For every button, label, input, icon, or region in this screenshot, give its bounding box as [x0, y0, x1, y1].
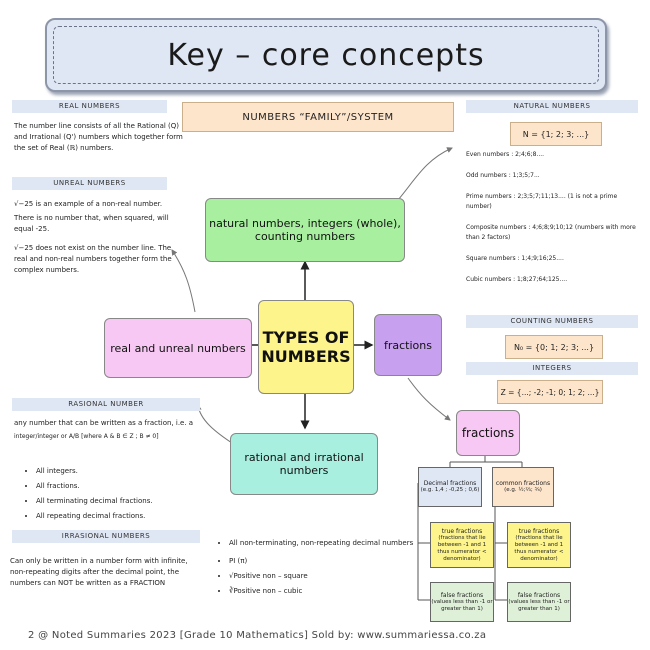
unreal-p3: √−25 does not exist on the number line. …	[14, 244, 172, 274]
true-fractions-title: true fractions	[518, 527, 560, 535]
false-fractions-title: false fractions	[517, 591, 561, 599]
fractions-root-box: fractions	[456, 410, 520, 456]
irrational-bullet: √Positive non – square	[229, 569, 414, 584]
title-banner: Key – core concepts	[45, 18, 607, 92]
irrational-numbers-header: IRRASIONAL NUMBERS	[12, 530, 200, 543]
natural-numbers-list: Even numbers : 2;4;6;8.... Odd numbers :…	[466, 150, 638, 285]
pointer-fractions-tree	[407, 377, 451, 421]
cubic-numbers: Cubic numbers : 1;8;27;64;125....	[466, 276, 568, 283]
decimal-fractions-box: Decimal fractions (e.g. 1,4 ; -0,25 ; 0,…	[418, 467, 482, 507]
even-numbers: Even numbers : 2;4;6;8....	[466, 151, 545, 158]
unreal-p1: √−25 is an example of a non-real number.	[14, 200, 163, 208]
irrational-bullet: All non-terminating, non-repeating decim…	[229, 538, 414, 549]
footer-credit: 2 @ Noted Summaries 2023 [Grade 10 Mathe…	[28, 630, 487, 641]
counting-set: N₀ = {0; 1; 2; 3; ...}	[513, 342, 595, 352]
fractions-box: fractions	[374, 314, 442, 376]
irrational-bullet: PI (π)	[229, 554, 414, 569]
natural-set-box: N = {1; 2; 3; ...}	[510, 122, 602, 146]
real-unreal-box: real and unreal numbers	[104, 318, 252, 378]
natural-numbers-header: NATURAL NUMBERS	[466, 100, 638, 113]
false-fractions-box-2: false fractions (values less than -1 or …	[507, 582, 571, 622]
numbers-family-title: NUMBERS “FAMILY”/SYSTEM	[242, 111, 394, 123]
decimal-fractions-example: (e.g. 1,4 ; -0,25 ; 0,6)	[420, 487, 480, 493]
true-fractions-desc: (fractions that lie between -1 and 1 thu…	[437, 534, 487, 562]
integers-set: Z = {...; -2; -1; 0; 1; 2; ...}	[500, 387, 600, 397]
counting-numbers-header: COUNTING NUMBERS	[466, 315, 638, 328]
true-fractions-title: true fractions	[441, 527, 483, 535]
irrational-bullet: ∛Positive non – cubic	[229, 584, 414, 599]
false-fractions-desc: (values less than -1 or greater than 1)	[508, 598, 570, 612]
real-numbers-header: REAL NUMBERS	[12, 100, 167, 113]
irrational-bullets: All non-terminating, non-repeating decim…	[215, 538, 414, 599]
irrational-numbers-text: Can only be written in a number form wit…	[10, 557, 188, 587]
unreal-numbers-text: √−25 is an example of a non-real number.…	[14, 199, 184, 279]
natural-set: N = {1; 2; 3; ...}	[522, 129, 590, 139]
common-fractions-example: (e.g. ½;⅔; ¾)	[504, 487, 542, 493]
rational-number-text: any number that can be written as a frac…	[14, 418, 206, 445]
true-fractions-desc: (fractions that lie between -1 and 1 thu…	[514, 534, 564, 562]
real-numbers-text: The number line consists of all the Rati…	[14, 122, 183, 152]
odd-numbers: Odd numbers : 1;3;5;7...	[466, 172, 540, 179]
false-fractions-box-1: false fractions (values less than -1 or …	[430, 582, 494, 622]
prime-numbers: Prime numbers : 2;3;5;7;11;13.... (1 is …	[466, 193, 618, 210]
page-title: Key – core concepts	[167, 37, 485, 73]
unreal-p2: There is no number that, when squared, w…	[14, 214, 169, 233]
unreal-numbers-header: UNREAL NUMBERS	[12, 177, 167, 190]
rational-bullet: All terminating decimal fractions.	[36, 494, 206, 509]
rational-intro: any number that can be written as a frac…	[14, 419, 194, 427]
title-inner-frame: Key – core concepts	[53, 26, 599, 84]
false-fractions-desc: (values less than -1 or greater than 1)	[431, 598, 493, 612]
rational-bullets: All integers. All fractions. All termina…	[22, 464, 206, 524]
natural-numbers-box: natural numbers, integers (whole), count…	[205, 198, 405, 262]
rational-bullet: All integers.	[36, 464, 206, 479]
counting-set-box: N₀ = {0; 1; 2; 3; ...}	[505, 335, 603, 359]
pointer-natural-section	[397, 147, 453, 201]
rational-bullet: All repeating decimal fractions.	[36, 509, 206, 524]
common-fractions-box: common fractions (e.g. ½;⅔; ¾)	[492, 467, 554, 507]
integers-header: INTEGERS	[466, 362, 638, 375]
pointer-unreal-section	[171, 249, 196, 313]
common-fractions-label: common fractions	[495, 480, 551, 487]
composite-numbers: Composite numbers : 4;6;8;9;10;12 (numbe…	[466, 224, 636, 241]
square-numbers: Square numbers : 1;4;9;16;25....	[466, 255, 564, 262]
decimal-fractions-label: Decimal fractions	[423, 480, 477, 487]
integers-set-box: Z = {...; -2; -1; 0; 1; 2; ...}	[497, 380, 603, 404]
rational-bullet: All fractions.	[36, 479, 206, 494]
false-fractions-title: false fractions	[440, 591, 484, 599]
rational-number-header: RASIONAL NUMBER	[12, 398, 200, 411]
true-fractions-box-2: true fractions (fractions that lie betwe…	[507, 522, 571, 568]
true-fractions-box-1: true fractions (fractions that lie betwe…	[430, 522, 494, 568]
numbers-family-banner: NUMBERS “FAMILY”/SYSTEM	[182, 102, 454, 132]
rational-irrational-box: rational and irrational numbers	[230, 433, 378, 495]
types-of-numbers-box: TYPES OF NUMBERS	[258, 300, 354, 394]
rational-formula: integer/integer or A/B [where A & B ∈ Z …	[14, 433, 159, 440]
